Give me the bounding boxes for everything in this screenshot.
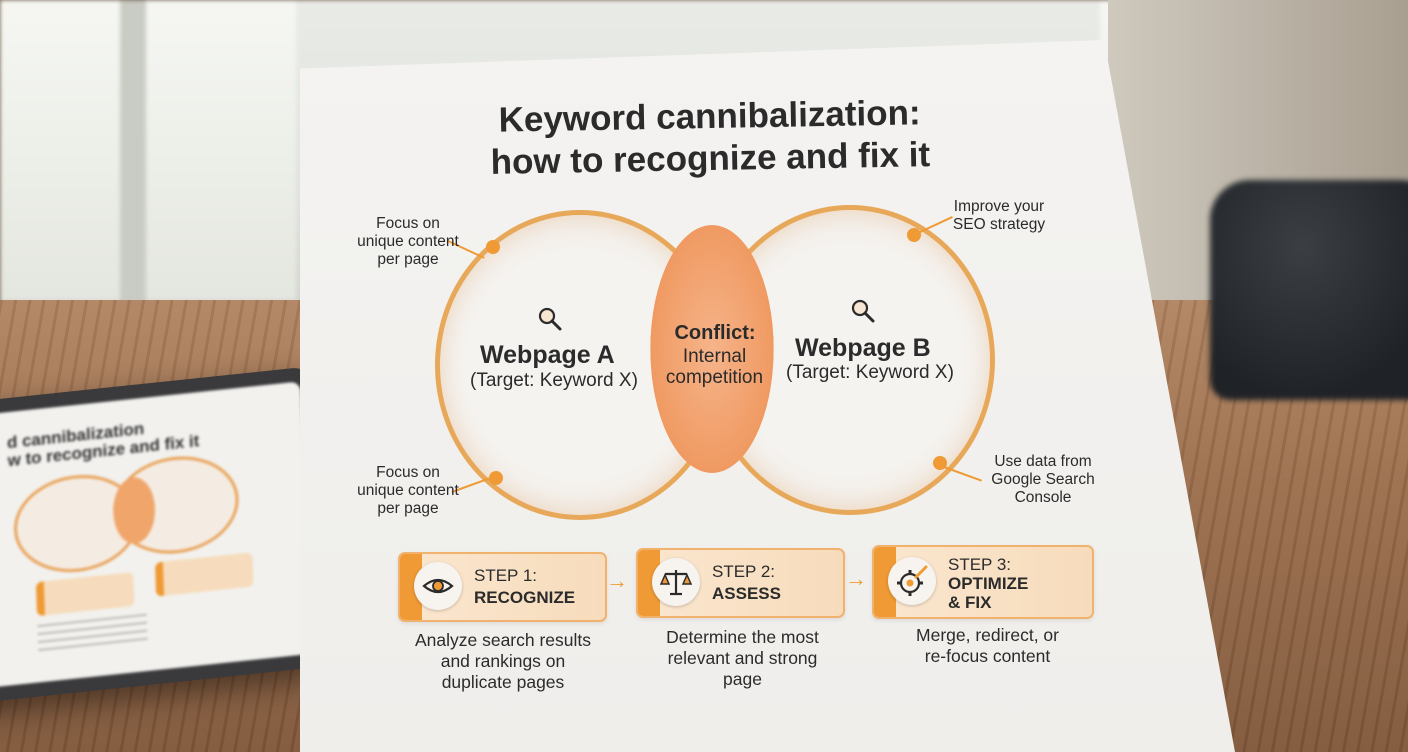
tip-line: Use data from [978,453,1108,471]
tablet-screen: d cannibalization w to recognize and fix… [0,381,310,688]
window-pane [0,0,120,300]
webpage-a-label: Webpage A [480,341,615,370]
window-pane [146,0,296,300]
connector-dot [486,240,500,254]
step-name: RECOGNIZE [474,588,575,607]
tip-top-left: Focus on unique content per page [348,215,468,269]
conflict-description: Internal competition [652,346,777,388]
arrow-right-icon: → [606,568,628,594]
chair [1210,180,1408,400]
tablet-text-lines [37,614,147,656]
step-icon-holder [652,558,700,606]
step-2-description: Determine the most relevant and strong p… [640,627,845,690]
tip-line: SEO strategy [940,216,1058,234]
conflict-title: Conflict: [660,322,770,345]
tip-line: per page [348,500,468,518]
tablet-step-box [155,552,254,596]
tip-line: Improve your [940,198,1058,216]
step-description-line: Analyze search results [398,630,608,651]
gear-wrench-icon [888,557,936,605]
tablet-step-box [36,572,135,616]
connector-dot [489,471,503,485]
eye-icon [414,562,462,610]
page-title: Keyword cannibalization: how to recogniz… [439,91,980,184]
arrow-right-icon: → [845,566,867,592]
step-description-line: page [640,669,845,690]
webpage-b-target: (Target: Keyword X) [786,362,954,384]
tip-line: Focus on [348,464,468,482]
webpage-a-target: (Target: Keyword X) [470,370,638,392]
step-number: STEP 2: [712,562,775,582]
magnifier-icon [850,298,876,324]
step-description-line: and rankings on [398,651,608,672]
step-number: STEP 1: [474,566,537,586]
tip-bottom-right: Use data from Google Search Console [978,453,1108,507]
step-description-line: relevant and strong [640,648,845,669]
step-icon-holder [888,557,936,605]
step-name-line: & FIX [948,593,1028,612]
magnifier-icon [537,306,563,332]
conflict-description-line: competition [652,367,777,388]
balance-scale-icon [652,558,700,606]
tip-line: Focus on [348,215,468,233]
step-number: STEP 3: [948,555,1011,575]
tip-top-right: Improve your SEO strategy [940,198,1058,234]
step-3-card: STEP 3: OPTIMIZE & FIX [872,545,1094,619]
step-name: OPTIMIZE & FIX [948,574,1028,612]
step-name: ASSESS [712,584,781,603]
tip-line: Console [978,489,1108,507]
step-icon-holder [414,562,462,610]
step-name-line: OPTIMIZE [948,574,1028,593]
step-description-line: duplicate pages [398,672,608,693]
step-description-line: Merge, redirect, or [885,625,1090,646]
window-frame [120,0,146,320]
tip-bottom-left: Focus on unique content per page [348,464,468,518]
tip-line: Google Search [978,471,1108,489]
webpage-b-label: Webpage B [795,334,931,363]
step-3-description: Merge, redirect, or re-focus content [885,625,1090,667]
tip-line: unique content [348,482,468,500]
tablet-device: d cannibalization w to recognize and fix… [0,366,324,704]
conflict-description-line: Internal [652,346,777,367]
tip-line: per page [348,251,468,269]
step-1-card: STEP 1: RECOGNIZE [398,552,607,622]
tip-line: unique content [348,233,468,251]
step-description-line: Determine the most [640,627,845,648]
step-description-line: re-focus content [885,646,1090,667]
step-1-description: Analyze search results and rankings on d… [398,630,608,693]
step-2-card: STEP 2: ASSESS [636,548,845,618]
